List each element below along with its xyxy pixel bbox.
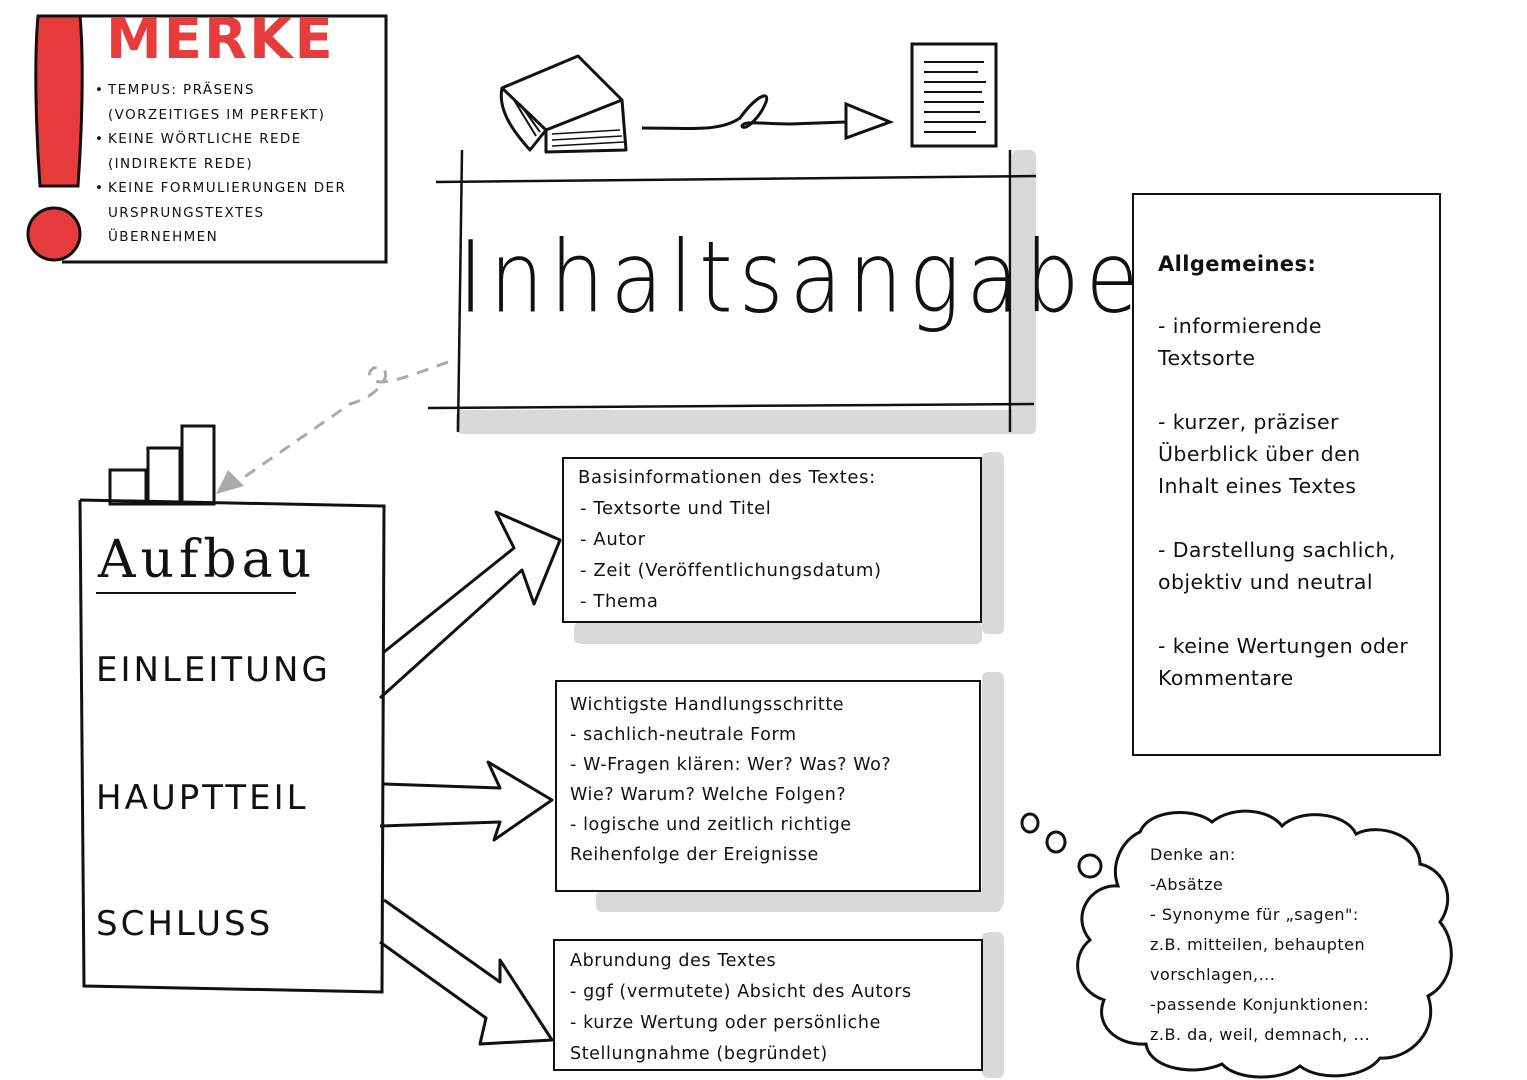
aufbau-underline bbox=[96, 592, 296, 594]
einleitung-label: EINLEITUNG bbox=[96, 650, 331, 690]
merke-frame bbox=[62, 14, 388, 264]
einleitung-item: - Textsorte und Titel bbox=[580, 498, 772, 519]
schluss-line: - kurze Wertung oder persönliche bbox=[570, 1013, 881, 1033]
cloud-line: -passende Konjunktionen: bbox=[1150, 995, 1370, 1014]
merke-item: • KEINE FORMULIERUNGEN DER URSPRUNGSTEXT… bbox=[92, 176, 346, 250]
exclamation-icon bbox=[26, 14, 84, 262]
merke-item-line: TEMPUS: PRÄSENS bbox=[108, 82, 255, 98]
schluss-heading: Abrundung des Textes bbox=[570, 951, 777, 971]
merke-list: • TEMPUS: PRÄSENS (VORZEITIGES IM PERFEK… bbox=[92, 78, 346, 250]
merke-item-line: ÜBERNEHMEN bbox=[108, 229, 219, 245]
einleitung-item: - Autor bbox=[580, 529, 646, 550]
dashed-arrow bbox=[216, 360, 449, 494]
hauptteil-heading: Wichtigste Handlungsschritte bbox=[570, 695, 845, 715]
title-frame bbox=[427, 149, 1037, 433]
cloud-line: - Synonyme für „sagen": bbox=[1150, 905, 1359, 924]
cloud-line: z.B. da, weil, demnach, ... bbox=[1150, 1025, 1371, 1044]
aufbau-title: Aufbau bbox=[98, 530, 317, 590]
page-title: Inhaltsangabe bbox=[458, 220, 1145, 336]
title-frame-shadow bbox=[1012, 150, 1036, 430]
schluss-box bbox=[553, 939, 983, 1071]
cloud-line: z.B. mitteilen, behaupten bbox=[1150, 935, 1366, 954]
allgemeines-line: Überblick über den bbox=[1158, 442, 1361, 466]
hauptteil-line: - W-Fragen klären: Wer? Was? Wo? bbox=[570, 755, 892, 775]
book-icon bbox=[499, 54, 628, 154]
hauptteil-box bbox=[555, 680, 981, 892]
merke-item-line: KEINE FORMULIERUNGEN DER bbox=[108, 180, 347, 196]
einleitung-box-text: Basisinformationen des Textes: - Textsor… bbox=[578, 462, 882, 617]
einleitung-item: - Zeit (Veröffentlichungsdatum) bbox=[580, 560, 882, 581]
merke-title: MERKE bbox=[106, 7, 335, 72]
merke-item-line: URSPRUNGSTEXTES bbox=[108, 204, 265, 221]
merke-item-line: (VORZEITIGES IM PERFEKT) bbox=[108, 106, 326, 123]
cloud-line: -Absätze bbox=[1150, 875, 1224, 894]
transform-arrow bbox=[641, 94, 895, 141]
merke-item: • KEINE WÖRTLICHE REDE (INDIREKTE REDE) bbox=[92, 127, 346, 176]
allgemeines-item: - kurzer, präziser Überblick über den In… bbox=[1158, 406, 1408, 502]
allgemeines-text: Allgemeines: - informierende Textsorte -… bbox=[1158, 248, 1408, 726]
arrow-einleitung bbox=[378, 510, 562, 700]
einleitung-item: - Thema bbox=[580, 591, 659, 612]
einleitung-box bbox=[562, 457, 982, 623]
einleitung-heading: Basisinformationen des Textes: bbox=[578, 467, 876, 488]
schluss-label: SCHLUSS bbox=[96, 904, 274, 944]
document-icon bbox=[910, 42, 998, 148]
allgemeines-box bbox=[1132, 193, 1441, 756]
allgemeines-line: Kommentare bbox=[1158, 666, 1294, 690]
hauptteil-label: HAUPTTEIL bbox=[96, 778, 309, 818]
allgemeines-line: Textsorte bbox=[1158, 346, 1256, 370]
hauptteil-line: - sachlich-neutrale Form bbox=[570, 725, 797, 745]
hauptteil-box-text: Wichtigste Handlungsschritte - sachlich-… bbox=[570, 690, 891, 870]
cloud-line: vorschlagen,... bbox=[1150, 965, 1276, 984]
arrow-schluss bbox=[379, 898, 554, 1046]
allgemeines-line: - Darstellung sachlich, bbox=[1158, 538, 1396, 562]
schluss-line: Stellungnahme (begründet) bbox=[570, 1044, 828, 1064]
merke-item: • TEMPUS: PRÄSENS (VORZEITIGES IM PERFEK… bbox=[92, 78, 346, 127]
merke-item-line: KEINE WÖRTLICHE REDE bbox=[108, 131, 302, 147]
cloud-text: Denke an: -Absätze - Synonyme für „sagen… bbox=[1150, 840, 1370, 1050]
allgemeines-item: - informierende Textsorte bbox=[1158, 310, 1408, 374]
allgemeines-item: - Darstellung sachlich, objektiv und neu… bbox=[1158, 534, 1408, 598]
allgemeines-line: - informierende bbox=[1158, 314, 1322, 338]
arrow-hauptteil bbox=[379, 760, 554, 842]
merke-item-line: (INDIREKTE REDE) bbox=[108, 155, 254, 172]
allgemeines-heading: Allgemeines: bbox=[1158, 252, 1317, 276]
hauptteil-line: Reihenfolge der Ereignisse bbox=[570, 845, 819, 865]
schluss-line: - ggf (vermutete) Absicht des Autors bbox=[570, 982, 912, 1002]
allgemeines-line: - kurzer, präziser bbox=[1158, 410, 1339, 434]
bar-chart-icon bbox=[108, 424, 216, 506]
cloud-line: Denke an: bbox=[1150, 845, 1236, 864]
thought-cloud bbox=[1020, 809, 1453, 1079]
hauptteil-line: - logische und zeitlich richtige bbox=[570, 815, 852, 835]
allgemeines-line: Inhalt eines Textes bbox=[1158, 474, 1357, 498]
allgemeines-item: - keine Wertungen oder Kommentare bbox=[1158, 630, 1408, 694]
hauptteil-line: Wie? Warum? Welche Folgen? bbox=[570, 785, 847, 805]
schluss-box-text: Abrundung des Textes - ggf (vermutete) A… bbox=[570, 946, 912, 1070]
allgemeines-line: objektiv und neutral bbox=[1158, 570, 1373, 594]
allgemeines-line: - keine Wertungen oder bbox=[1158, 634, 1409, 658]
aufbau-frame bbox=[78, 498, 386, 994]
